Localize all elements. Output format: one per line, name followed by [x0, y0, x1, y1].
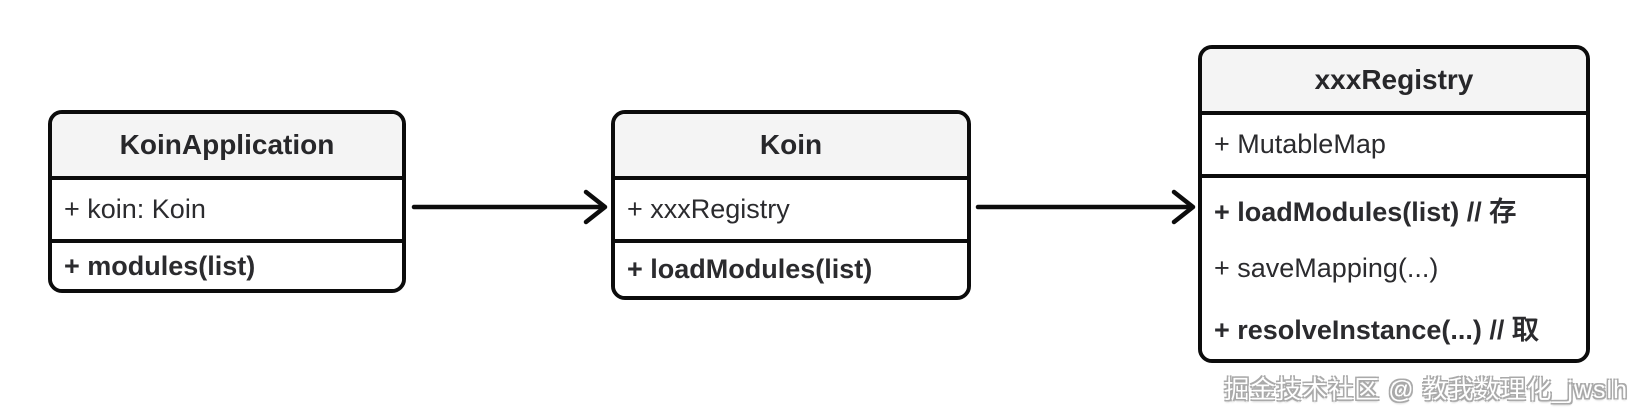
class-box-xxxregistry: xxxRegistry + MutableMap + loadModules(l… [1198, 45, 1590, 363]
class-title-koin: Koin [615, 114, 967, 176]
class-title-xxxregistry: xxxRegistry [1202, 49, 1586, 111]
class-method: + saveMapping(...) [1214, 253, 1439, 283]
class-attribute: + MutableMap [1202, 111, 1586, 174]
class-method: + loadModules(list) [615, 239, 967, 296]
arrow-koin-to-xxxregistry [975, 189, 1196, 225]
class-attribute: + koin: Koin [52, 176, 402, 239]
class-box-koinapplication: KoinApplication + koin: Koin + modules(l… [48, 110, 406, 293]
class-box-koin: Koin + xxxRegistry + loadModules(list) [611, 110, 971, 300]
class-method: + resolveInstance(...) // 取 [1214, 315, 1539, 345]
watermark-text: 掘金技术社区 @ 教我数理化_jwslh [1224, 376, 1628, 404]
class-method: + loadModules(list) // 存 [1214, 197, 1517, 227]
arrow-koinapplication-to-koin [411, 189, 608, 225]
class-method: + modules(list) [52, 239, 402, 289]
class-methods-compartment: + loadModules(list) // 存 + saveMapping(.… [1202, 174, 1586, 359]
class-attribute: + xxxRegistry [615, 176, 967, 239]
class-title-koinapplication: KoinApplication [52, 114, 402, 176]
